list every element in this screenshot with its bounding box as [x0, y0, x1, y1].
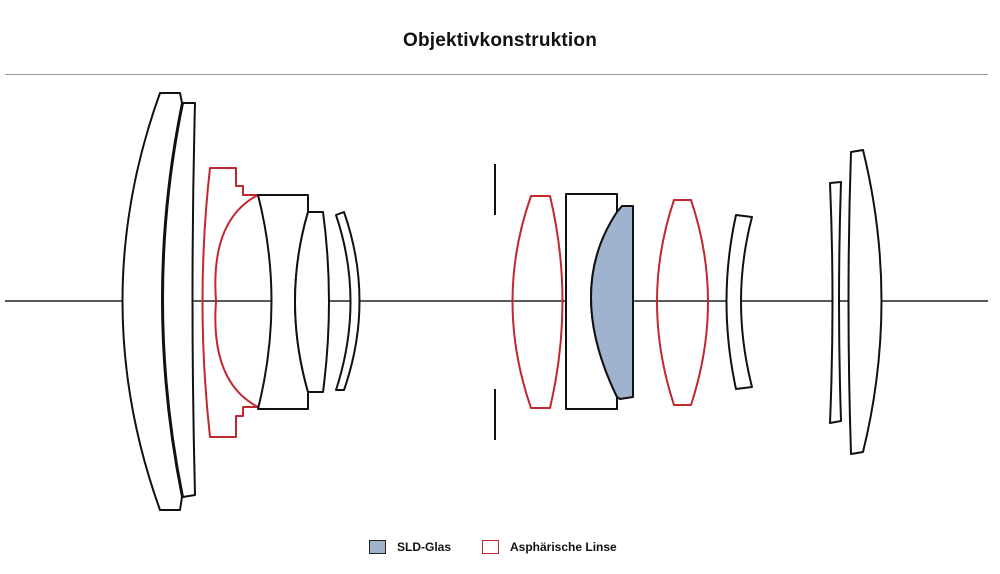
aspherical-lens-swatch	[482, 540, 499, 554]
lens-element-6	[335, 211, 361, 391]
lens-element-13	[847, 149, 883, 455]
legend-item-aspherical: Asphärische Linse	[482, 537, 617, 557]
lens-element-10-aspherical	[656, 199, 709, 406]
lens-element-9-sld	[590, 205, 634, 400]
legend-item-sld: SLD-Glas	[369, 537, 451, 557]
page-title: Objektivkonstruktion	[402, 30, 598, 51]
lens-element-7-aspherical	[511, 195, 564, 409]
sld-glass-swatch	[369, 540, 386, 554]
legend-label-sld: SLD-Glas	[397, 540, 452, 554]
title-divider	[5, 74, 988, 75]
lens-element-3-aspherical	[201, 167, 259, 438]
lens-construction-diagram	[5, 92, 988, 511]
lens-element-11	[725, 214, 753, 390]
lens-element-5	[294, 211, 330, 393]
legend-label-aspherical: Asphärische Linse	[510, 540, 617, 554]
lens-element-2	[162, 102, 196, 498]
lens-element-12	[829, 181, 842, 424]
legend: SLD-Glas Asphärische Linse	[0, 537, 1000, 557]
